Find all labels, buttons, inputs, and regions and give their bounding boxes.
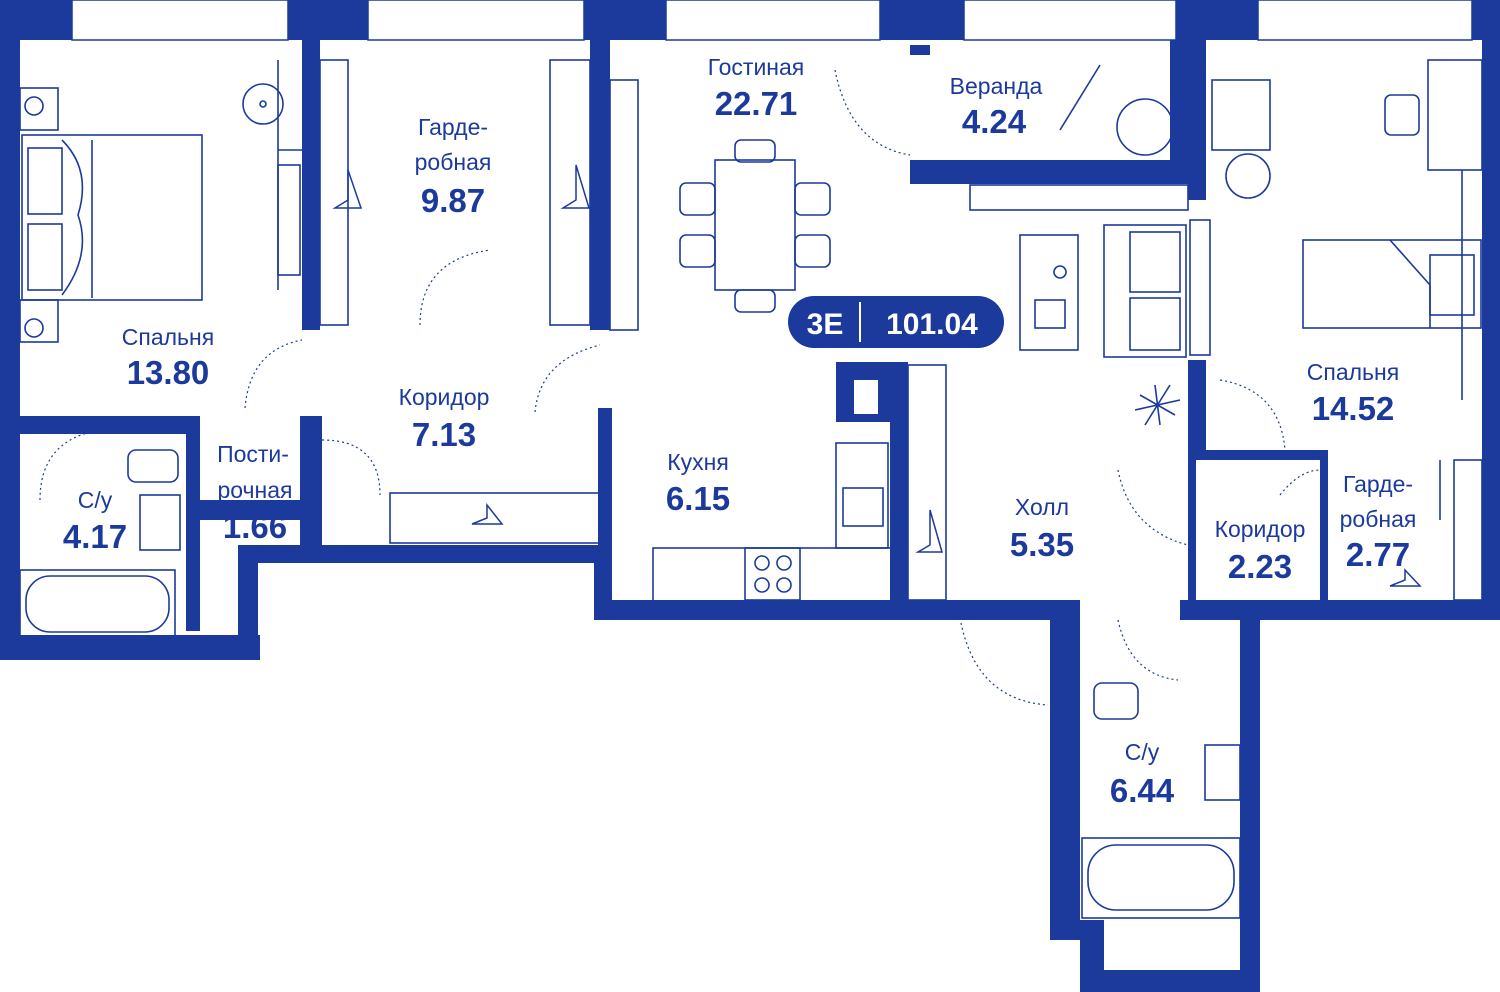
room-area: 5.35 xyxy=(1010,526,1074,563)
room-name: Коридор xyxy=(1215,516,1306,542)
plant-icon xyxy=(1134,384,1181,426)
armchair-icon xyxy=(1059,64,1174,156)
toilet-icon xyxy=(1093,682,1139,720)
toilet-icon xyxy=(127,449,179,483)
room-name: С/у xyxy=(1125,739,1160,765)
armchair-icon xyxy=(1211,79,1271,151)
nightstand-icon xyxy=(19,87,59,343)
room-name: Гарде- xyxy=(1343,471,1413,497)
apartment-type: 3E xyxy=(807,308,844,341)
room-area: 6.44 xyxy=(1110,772,1175,809)
room-labels: Спальня 13.80 Гарде- робная 9.87 Гостина… xyxy=(63,54,1416,809)
hanger-icon xyxy=(332,164,1422,587)
room-name: Спальня xyxy=(122,324,214,350)
bed-icon xyxy=(21,134,203,301)
stove-icon xyxy=(744,547,801,601)
room-name: Гарде- xyxy=(418,114,488,140)
room-area: 7.13 xyxy=(412,416,476,453)
room-area: 22.71 xyxy=(715,85,798,122)
room-name: Спальня xyxy=(1307,359,1399,385)
dining-table-icon xyxy=(679,139,831,313)
room-area: 14.52 xyxy=(1312,390,1395,427)
door-swing-icon xyxy=(39,69,1321,706)
room-area: 13.80 xyxy=(127,354,210,391)
room-name: Кухня xyxy=(667,449,729,475)
washing-machine-icon xyxy=(242,83,284,125)
room-area: 6.15 xyxy=(666,480,730,517)
apartment-badge: 3E 101.04 xyxy=(788,296,1004,348)
room-area: 4.17 xyxy=(63,518,127,555)
room-name: Гостиная xyxy=(708,54,805,80)
sink-icon xyxy=(139,494,181,551)
room-name: робная xyxy=(415,149,492,175)
desk-icon xyxy=(1384,59,1483,171)
apartment-total-area: 101.04 xyxy=(886,308,978,341)
room-name: Коридор xyxy=(399,384,490,410)
room-area: 9.87 xyxy=(421,182,485,219)
room-name: рочная xyxy=(217,477,292,503)
sink-icon xyxy=(1204,744,1241,801)
room-area: 1.66 xyxy=(223,508,287,545)
room-name: Холл xyxy=(1015,494,1069,520)
room-area: 2.77 xyxy=(1346,536,1410,573)
room-area: 4.24 xyxy=(962,103,1027,140)
sink-icon xyxy=(842,487,884,527)
room-name: Веранда xyxy=(950,73,1043,99)
furniture xyxy=(19,59,1483,919)
bed-icon xyxy=(1302,239,1482,329)
bathtub-icon xyxy=(19,569,176,639)
window-icon xyxy=(71,0,1473,41)
room-name: робная xyxy=(1340,506,1417,532)
room-area: 2.23 xyxy=(1228,548,1292,585)
room-name: С/у xyxy=(78,487,113,513)
sofa-icon xyxy=(1103,224,1187,358)
bathtub-icon xyxy=(1081,837,1241,919)
room-name: Пости- xyxy=(217,441,289,467)
